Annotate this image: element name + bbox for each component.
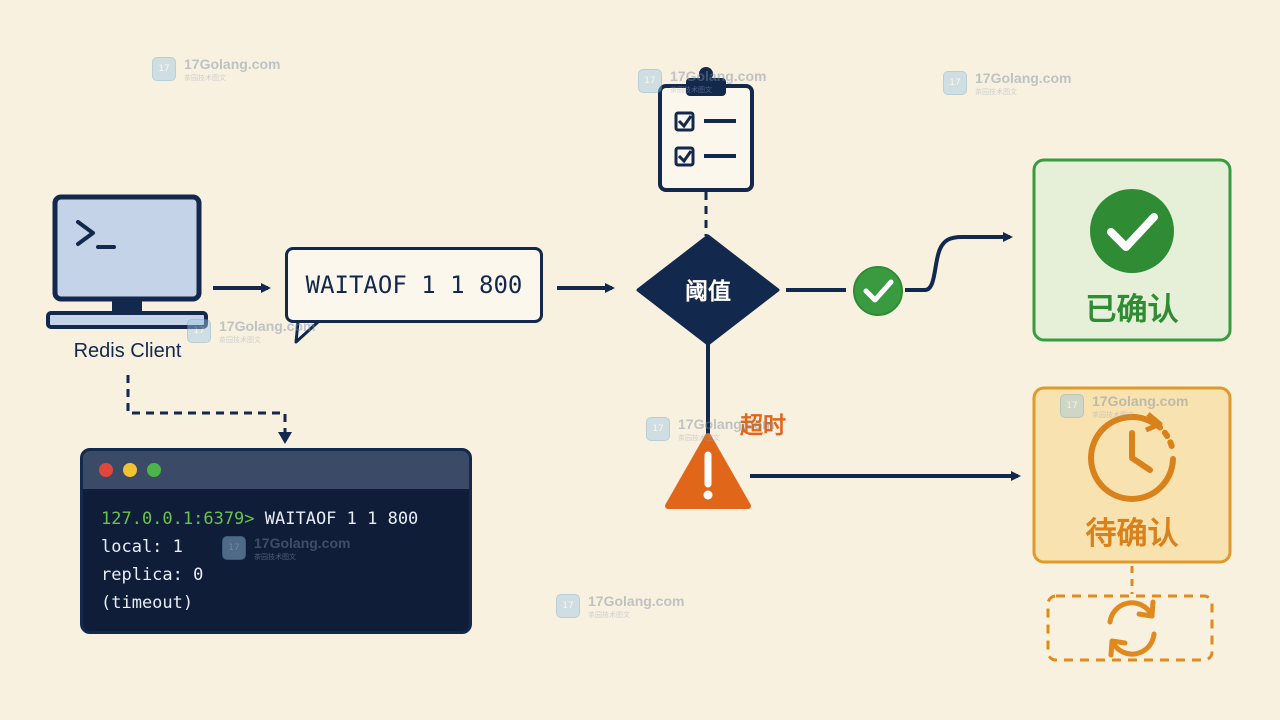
maximize-dot	[147, 463, 161, 477]
watermark: 17 17Golang.com 茶园技术图文	[646, 414, 774, 443]
refresh-icon	[1107, 599, 1157, 658]
watermark-text-group: 17Golang.com 茶园技术图文	[219, 316, 315, 345]
terminal-prompt: 127.0.0.1:6379>	[101, 509, 255, 529]
warning-triangle-icon	[665, 433, 751, 509]
pending-box	[1032, 386, 1232, 564]
watermark-subtitle: 茶园技术图文	[670, 86, 712, 94]
watermark-logo-icon: 17	[1060, 393, 1084, 418]
watermark-logo-icon: 17	[187, 318, 211, 343]
dashed-client-to-terminal	[126, 375, 287, 432]
watermark: 17 17Golang.com 茶园技术图文	[222, 533, 350, 562]
watermark-logo-icon: 17	[638, 68, 662, 93]
watermark-subtitle: 茶园技术图文	[588, 611, 630, 619]
client-label: Redis Client	[73, 340, 182, 362]
watermark-text: 17Golang.com	[588, 593, 685, 609]
refresh-box	[1046, 594, 1214, 662]
watermark: 17 17Golang.com 茶园技术图文	[152, 54, 280, 83]
pending-label: 待确认	[1085, 516, 1179, 552]
watermark-subtitle: 茶园技术图文	[1092, 411, 1134, 419]
dashed-arrowhead	[278, 432, 292, 444]
checklist-clipboard-icon	[658, 67, 754, 192]
close-dot	[99, 463, 113, 477]
watermark-text-group: 17Golang.com 茶园技术图文	[184, 54, 280, 83]
command-text: WAITAOF 1 1 800	[305, 271, 523, 299]
decision-label: 阈值	[685, 279, 731, 305]
terminal-output-line: local: 1	[101, 537, 183, 557]
watermark-subtitle: 茶园技术图文	[678, 434, 720, 442]
check-circle-icon	[853, 266, 903, 316]
confirmed-box	[1032, 158, 1232, 342]
watermark: 17 17Golang.com 茶园技术图文	[1060, 391, 1188, 420]
terminal-body: 127.0.0.1:6379> WAITAOF 1 1 800 local: 1…	[83, 489, 469, 617]
watermark-logo-icon: 17	[152, 56, 176, 81]
watermark-text-group: 17Golang.com 茶园技术图文	[254, 533, 350, 562]
watermark-subtitle: 茶园技术图文	[254, 553, 296, 561]
watermark-subtitle: 茶园技术图文	[219, 336, 261, 344]
watermark-logo-icon: 17	[222, 535, 246, 560]
watermark-text: 17Golang.com	[1092, 393, 1189, 409]
terminal-command: WAITAOF 1 1 800	[254, 509, 419, 529]
watermark-text-group: 17Golang.com 茶园技术图文	[975, 68, 1071, 97]
watermark-logo-icon: 17	[556, 593, 580, 618]
watermark-text: 17Golang.com	[184, 56, 281, 72]
bubble-tail	[294, 320, 320, 344]
watermark: 17 17Golang.com 茶园技术图文	[943, 68, 1071, 97]
clock-icon	[1088, 412, 1176, 502]
watermark-logo-icon: 17	[646, 416, 670, 441]
watermark-text: 17Golang.com	[678, 416, 775, 432]
arrow-to-confirmed	[905, 232, 1013, 292]
terminal-output-line: (timeout)	[101, 593, 194, 613]
watermark-logo-icon: 17	[943, 70, 967, 95]
terminal-title-bar	[83, 451, 469, 489]
watermark-text: 17Golang.com	[219, 318, 316, 334]
watermark-text-group: 17Golang.com 茶园技术图文	[670, 66, 766, 95]
watermark-text-group: 17Golang.com 茶园技术图文	[678, 414, 774, 443]
watermark: 17 17Golang.com 茶园技术图文	[187, 316, 315, 345]
terminal-window: 127.0.0.1:6379> WAITAOF 1 1 800 local: 1…	[80, 448, 472, 634]
command-bubble: WAITAOF 1 1 800	[285, 247, 543, 323]
monitor-icon	[46, 194, 208, 329]
watermark-text: 17Golang.com	[670, 68, 767, 84]
confirmed-label: 已确认	[1085, 292, 1179, 328]
watermark-subtitle: 茶园技术图文	[975, 88, 1017, 96]
watermark-text: 17Golang.com	[975, 70, 1072, 86]
watermark-text-group: 17Golang.com 茶园技术图文	[588, 591, 684, 620]
watermark: 17 17Golang.com 茶园技术图文	[556, 591, 684, 620]
watermark-text: 17Golang.com	[254, 535, 351, 551]
terminal-output-line: replica: 0	[101, 565, 204, 585]
terminal-command-line: 127.0.0.1:6379> WAITAOF 1 1 800	[101, 505, 469, 533]
timeout-label: 超时	[740, 413, 786, 439]
minimize-dot	[123, 463, 137, 477]
watermark: 17 17Golang.com 茶园技术图文	[638, 66, 766, 95]
watermark-text-group: 17Golang.com 茶园技术图文	[1092, 391, 1188, 420]
watermark-subtitle: 茶园技术图文	[184, 74, 226, 82]
